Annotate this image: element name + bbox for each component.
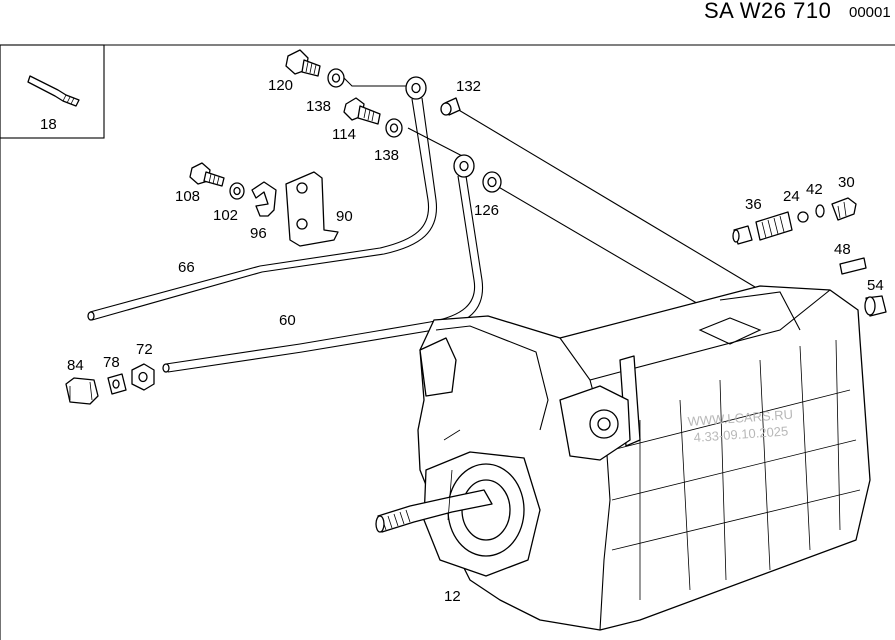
label-part-138-upper: 138 xyxy=(306,98,331,115)
label-part-42: 42 xyxy=(806,181,823,198)
label-part-102: 102 xyxy=(213,207,238,224)
diagram-number: 00001 xyxy=(849,4,891,21)
leader-lines xyxy=(343,77,761,313)
watermark-line-2: 4.33-09.10.2025 xyxy=(693,423,789,445)
label-part-78: 78 xyxy=(103,354,120,371)
label-part-66: 66 xyxy=(178,259,195,276)
part-96-clip xyxy=(251,181,277,217)
label-part-54: 54 xyxy=(867,277,884,294)
diagram-frame xyxy=(0,44,895,640)
part-36-spring xyxy=(755,211,793,241)
label-part-120: 120 xyxy=(268,77,293,94)
label-part-36: 36 xyxy=(745,196,762,213)
label-part-12: 12 xyxy=(444,588,461,605)
part-36-plug xyxy=(732,225,753,245)
part-54-cap xyxy=(864,295,887,317)
part-84-fitting xyxy=(65,377,99,405)
label-part-138-lower: 138 xyxy=(374,147,399,164)
part-42-seal-ring xyxy=(815,204,825,218)
label-part-108: 108 xyxy=(175,188,200,205)
label-part-60: 60 xyxy=(279,312,296,329)
label-part-114: 114 xyxy=(332,126,356,143)
part-48-pin xyxy=(839,257,867,275)
part-120-hollow-bolt xyxy=(285,49,321,77)
part-24-ball xyxy=(797,211,809,223)
part-108-bolt xyxy=(189,162,225,187)
part-114-hollow-bolt xyxy=(343,97,381,125)
label-part-18: 18 xyxy=(40,116,57,133)
label-part-84: 84 xyxy=(67,357,84,374)
watermark-line-1: WWW.LCARS.RU xyxy=(687,407,793,429)
label-part-30: 30 xyxy=(838,174,855,191)
label-part-126: 126 xyxy=(474,202,499,219)
diagram-code: SA W26 710 xyxy=(704,0,832,23)
part-30-screw-plug xyxy=(831,197,857,221)
part-66-pipe xyxy=(87,76,438,321)
label-part-132: 132 xyxy=(456,78,481,95)
label-part-72: 72 xyxy=(136,341,153,358)
label-part-48: 48 xyxy=(834,241,851,258)
label-part-90: 90 xyxy=(336,208,353,225)
part-132-sleeve xyxy=(440,97,461,116)
label-part-96: 96 xyxy=(250,225,267,242)
inset-box-part-18 xyxy=(0,44,105,139)
part-12-transmission-housing xyxy=(375,285,871,631)
part-90-bracket xyxy=(285,171,339,247)
label-part-24: 24 xyxy=(783,188,800,205)
